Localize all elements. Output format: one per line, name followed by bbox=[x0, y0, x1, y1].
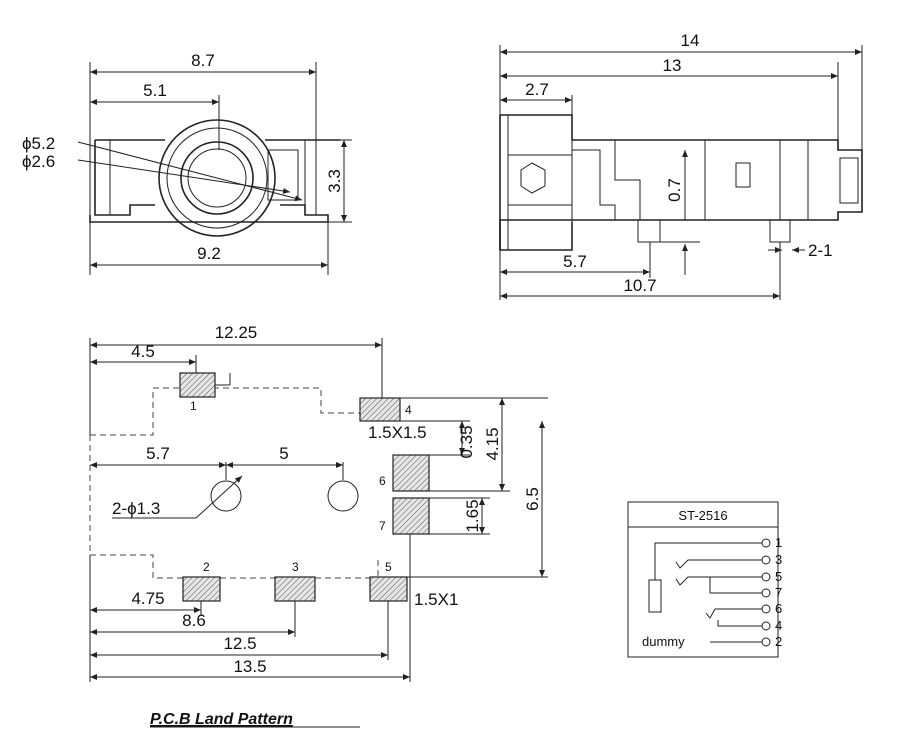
dim-6-5: 6.5 bbox=[523, 487, 542, 511]
sch-pin-1: 1 bbox=[775, 535, 782, 550]
sch-pin-7: 7 bbox=[775, 585, 782, 600]
dim-phi-2-6: ϕ2.6 bbox=[22, 152, 55, 171]
pin-label-7: 7 bbox=[379, 519, 386, 533]
dim-phi-5-2: ϕ5.2 bbox=[22, 134, 55, 153]
pad-4 bbox=[359, 397, 401, 422]
dim-13: 13 bbox=[663, 56, 682, 75]
pad-2 bbox=[182, 576, 221, 602]
front-view: 8.7 5.1 9.2 3.3 ϕ5.2 ϕ2.6 bbox=[22, 51, 352, 275]
dim-4-75: 4.75 bbox=[131, 589, 164, 608]
pad-6 bbox=[392, 454, 430, 492]
dim-12-5: 12.5 bbox=[223, 634, 256, 653]
side-view: 14 13 2.7 0.7 5.7 10.7 bbox=[499, 31, 863, 300]
dim-10-7: 10.7 bbox=[623, 276, 656, 295]
dim-2-1: 2-1 bbox=[808, 241, 833, 260]
pin-label-3: 3 bbox=[292, 560, 299, 574]
pad-size-top: 1.5X1.5 bbox=[368, 423, 427, 442]
dim-0-35: 0.35 bbox=[457, 425, 476, 458]
dim-8-7: 8.7 bbox=[191, 51, 215, 70]
dim-14: 14 bbox=[681, 31, 700, 50]
pcb-title: P.C.B Land Pattern bbox=[150, 711, 293, 728]
dim-3-3: 3.3 bbox=[325, 169, 344, 193]
hole-left bbox=[210, 480, 242, 512]
schematic: ST-2516 1 3 5 7 6 4 2 dummy bbox=[627, 501, 782, 658]
dim-4-5: 4.5 bbox=[131, 342, 155, 361]
dim-5-1: 5.1 bbox=[143, 81, 167, 100]
pin-label-5: 5 bbox=[385, 560, 392, 574]
dim-12-25: 12.25 bbox=[215, 323, 258, 342]
dim-0-7: 0.7 bbox=[665, 178, 684, 202]
dim-5-7-side: 5.7 bbox=[563, 252, 587, 271]
sch-pin-6: 6 bbox=[775, 601, 782, 616]
pin-label-2: 2 bbox=[203, 560, 210, 574]
dim-5-pcb: 5 bbox=[279, 444, 288, 463]
dim-9-2: 9.2 bbox=[197, 244, 221, 263]
pin-label-6: 6 bbox=[379, 474, 386, 488]
dim-13-5: 13.5 bbox=[233, 657, 266, 676]
pad-size-bottom: 1.5X1 bbox=[414, 590, 458, 609]
pad-3 bbox=[274, 576, 316, 602]
pcb-land-pattern: 1 2 3 4 5 6 7 12.25 4.5 5.7 5 2-ϕ1.3 1.5… bbox=[89, 323, 548, 728]
pad-5 bbox=[369, 576, 408, 602]
hole-callout: 2-ϕ1.3 bbox=[112, 499, 160, 518]
sch-pin-3: 3 bbox=[775, 552, 782, 567]
dim-2-7: 2.7 bbox=[525, 80, 549, 99]
sch-pin-4: 4 bbox=[775, 618, 782, 633]
part-number: ST-2516 bbox=[678, 508, 727, 523]
dim-8-6: 8.6 bbox=[182, 611, 206, 630]
sch-pin-5: 5 bbox=[775, 569, 782, 584]
sch-pin-2: 2 bbox=[775, 634, 782, 649]
pad-1 bbox=[179, 372, 216, 398]
pin-label-4: 4 bbox=[405, 403, 412, 417]
dim-5-7-pcb: 5.7 bbox=[146, 444, 170, 463]
pad-7 bbox=[392, 497, 430, 535]
dim-4-15: 4.15 bbox=[483, 427, 502, 460]
dummy-label: dummy bbox=[642, 634, 685, 649]
dim-1-65: 1.65 bbox=[463, 499, 482, 532]
pin-label-1: 1 bbox=[190, 399, 197, 413]
hole-right bbox=[327, 480, 359, 512]
